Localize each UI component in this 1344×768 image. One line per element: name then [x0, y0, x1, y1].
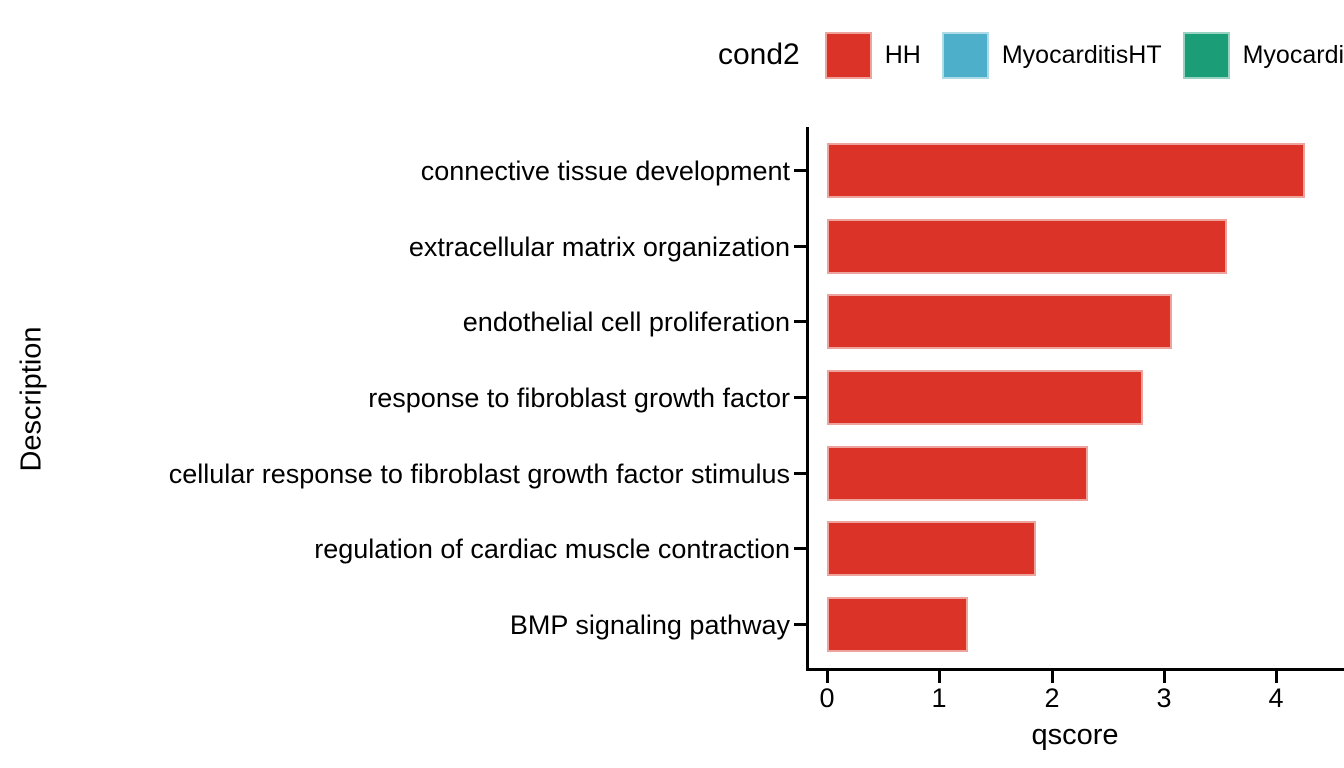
x-tick-label: 0 — [819, 683, 835, 713]
y-category-label: BMP signaling pathway — [509, 609, 790, 640]
x-tick-mark — [1275, 671, 1278, 683]
legend-swatch-icon — [941, 31, 989, 79]
y-category-label: endothelial cell proliferation — [462, 306, 790, 337]
legend-item: MyocarditisHH — [1182, 31, 1344, 79]
legend-item-label: MyocarditisHT — [1001, 40, 1162, 69]
x-axis-line — [806, 668, 1344, 671]
x-axis-title: qscore — [1031, 719, 1119, 751]
y-tick-mark — [794, 547, 806, 550]
x-tick-mark — [1163, 671, 1166, 683]
legend-title: cond2 — [718, 38, 800, 71]
x-tick-label: 2 — [1044, 683, 1060, 713]
bar — [827, 521, 1036, 576]
legend-swatch-icon — [1182, 31, 1230, 79]
legend-item-label: HH — [884, 40, 921, 69]
y-tick-mark — [794, 245, 806, 248]
bar — [827, 370, 1143, 425]
y-category-label: response to fibroblast growth factor — [368, 382, 790, 413]
x-tick-mark — [1051, 671, 1054, 683]
bar — [827, 294, 1172, 349]
x-tick-mark — [938, 671, 941, 683]
y-category-label: regulation of cardiac muscle contraction — [314, 533, 790, 564]
x-tick-label: 4 — [1268, 683, 1284, 713]
legend-item: MyocarditisHT — [941, 31, 1162, 79]
y-tick-mark — [794, 472, 806, 475]
y-axis-line — [806, 127, 809, 671]
y-category-label: extracellular matrix organization — [408, 231, 790, 262]
y-axis-title: Description — [15, 326, 48, 472]
y-tick-mark — [794, 169, 806, 172]
legend: cond2 HH MyocarditisHT MyocarditisHH — [718, 28, 1344, 82]
y-tick-mark — [794, 623, 806, 626]
x-tick-mark — [826, 671, 829, 683]
x-tick-label: 3 — [1156, 683, 1172, 713]
y-tick-mark — [794, 320, 806, 323]
bar — [827, 143, 1305, 198]
legend-item: HH — [824, 31, 921, 79]
x-tick-label: 1 — [931, 683, 947, 713]
y-category-label: cellular response to fibroblast growth f… — [168, 458, 790, 489]
y-category-label: connective tissue development — [420, 155, 790, 186]
legend-item-label: MyocarditisHH — [1242, 40, 1344, 69]
y-tick-mark — [794, 396, 806, 399]
bar — [827, 219, 1227, 274]
legend-swatch-icon — [824, 31, 872, 79]
bar — [827, 446, 1088, 501]
legend-items: HH MyocarditisHT MyocarditisHH — [824, 31, 1344, 79]
bar — [827, 597, 968, 652]
